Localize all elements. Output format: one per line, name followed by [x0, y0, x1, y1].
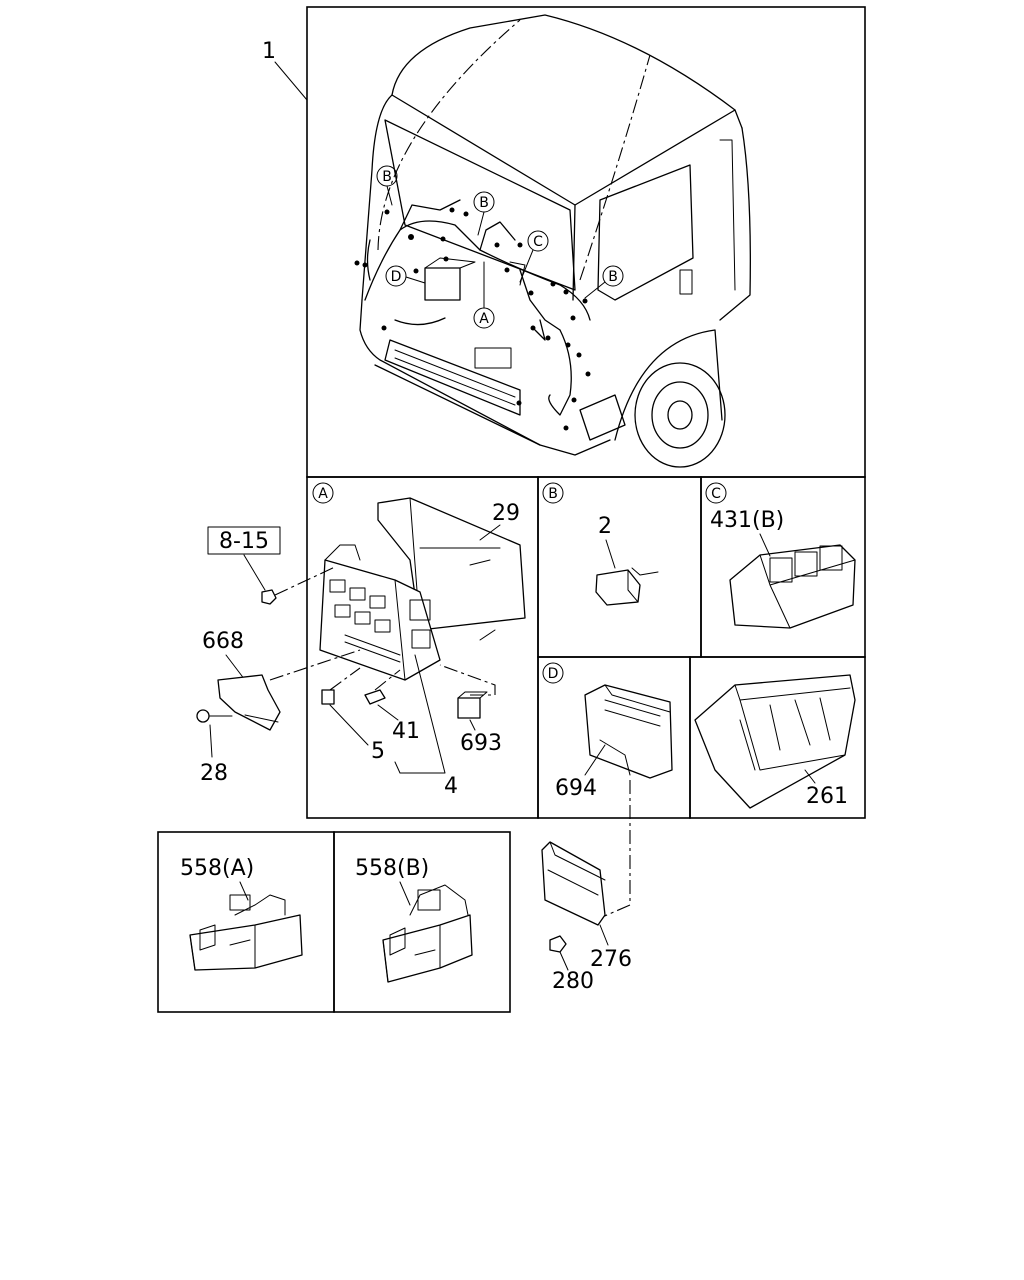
svg-text:668: 668 [202, 629, 244, 654]
callout-fuse-5: 5 [329, 704, 385, 764]
truck-cab-drawing [354, 14, 751, 468]
nut [261, 589, 277, 605]
svg-text:C: C [533, 234, 543, 250]
svg-text:C: C [711, 486, 721, 502]
fuse-41 [364, 689, 386, 705]
callout-controller-276: 276 [590, 924, 632, 972]
svg-text:694: 694 [555, 776, 597, 801]
bolt [196, 709, 233, 723]
connector-558a [189, 894, 303, 971]
svg-text:5: 5 [371, 739, 385, 764]
module-694 [584, 684, 673, 779]
marker-b-3: B [584, 265, 624, 299]
callout-cover-261: 261 [804, 769, 848, 809]
callout-fuse-41: 41 [377, 704, 420, 744]
svg-text:558(B): 558(B) [355, 856, 429, 881]
marker-c: C [519, 230, 549, 283]
bracket [217, 674, 281, 731]
callout-module-694: 694 [555, 744, 606, 801]
relay-2 [595, 567, 659, 606]
relay-block [729, 544, 856, 629]
nut-280 [549, 935, 567, 953]
panel-frames [157, 6, 866, 1013]
marker-b-2: B [473, 191, 495, 236]
callout-relay-693: 693 [460, 719, 502, 756]
connector-558b [382, 884, 473, 983]
svg-text:28: 28 [200, 761, 228, 786]
svg-text:693: 693 [460, 731, 502, 756]
marker-b-1: B [376, 165, 398, 206]
fuse-block [319, 544, 441, 681]
svg-text:280: 280 [552, 969, 594, 994]
svg-text:B: B [548, 486, 558, 502]
svg-text:276: 276 [590, 947, 632, 972]
callout-nut-280: 280 [552, 951, 594, 994]
svg-text:B: B [382, 169, 392, 185]
panel-d: D [542, 662, 564, 684]
svg-text:D: D [391, 269, 402, 285]
svg-text:261: 261 [806, 784, 848, 809]
panel-a: A [312, 482, 334, 504]
svg-text:41: 41 [392, 719, 420, 744]
ref-box: 8-15 [207, 526, 281, 591]
svg-text:8-15: 8-15 [219, 529, 269, 554]
svg-text:B: B [479, 195, 489, 211]
marker-a: A [473, 261, 495, 329]
svg-text:558(A): 558(A) [180, 856, 254, 881]
callout-connector-558b: 558(B) [355, 856, 429, 906]
svg-text:D: D [548, 666, 559, 682]
callout-fuse-set: 4 [394, 654, 458, 799]
callout-fuse-cover: 29 [479, 501, 520, 541]
svg-text:2: 2 [598, 514, 612, 539]
svg-text:1: 1 [262, 39, 276, 64]
callout-harness: 1 [262, 39, 308, 101]
relay-693 [457, 691, 488, 719]
fuse-5 [321, 689, 335, 705]
svg-text:A: A [479, 311, 489, 327]
svg-text:29: 29 [492, 501, 520, 526]
fuse-box-cover [377, 497, 526, 641]
marker-d: D [385, 265, 426, 287]
panel-c: C [705, 482, 727, 504]
controller-276 [541, 841, 606, 926]
svg-text:4: 4 [444, 774, 458, 799]
cover-261 [694, 674, 856, 809]
callout-bracket: 668 [202, 629, 246, 681]
svg-text:431(B): 431(B) [710, 508, 784, 533]
panel-b: B [542, 482, 564, 504]
callout-relay-block: 431(B) [710, 508, 784, 557]
svg-text:B: B [608, 269, 618, 285]
svg-text:A: A [318, 486, 328, 502]
callout-connector-558a: 558(A) [180, 856, 254, 901]
callout-bolt: 28 [200, 724, 228, 786]
callout-relay-2: 2 [598, 514, 616, 569]
